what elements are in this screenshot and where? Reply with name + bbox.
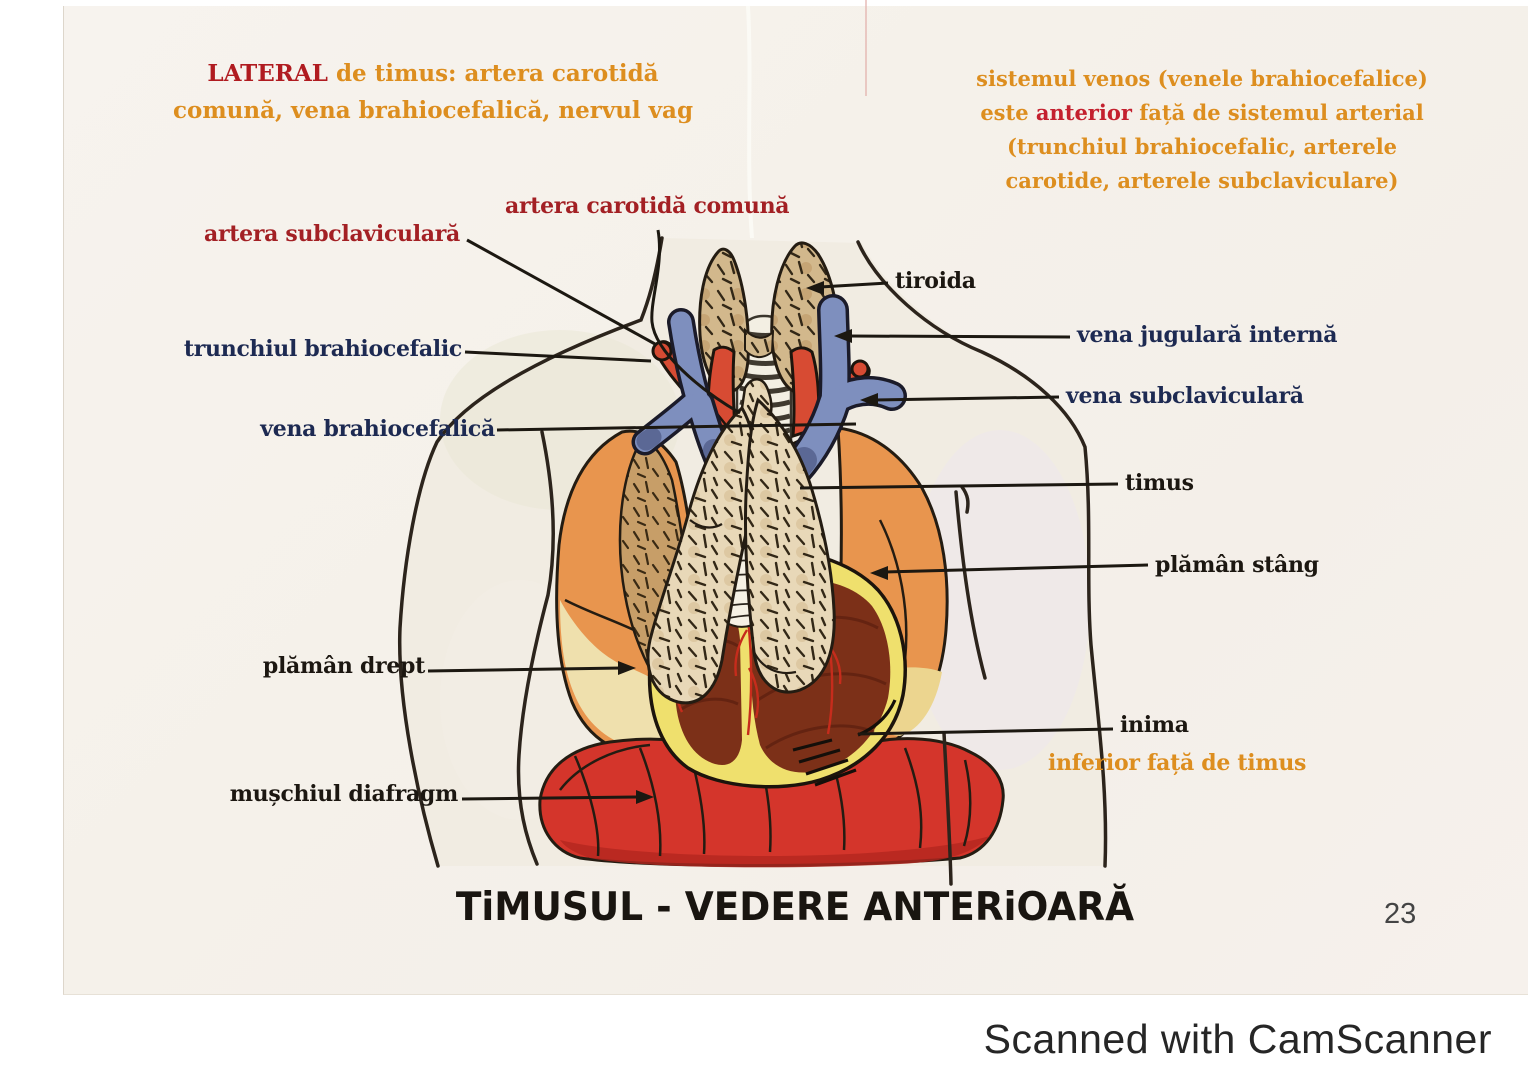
label-plaman-drept: plămân drept — [262, 653, 425, 679]
connector-arrowheads — [618, 281, 888, 804]
note-venous-line1: sistemul venos (venele brahiocefalice) — [976, 66, 1428, 91]
arrowhead-tiroida — [806, 281, 824, 295]
connector-vena-brahiocefalica — [496, 422, 857, 432]
note-venous-keyword: anterior — [1035, 100, 1132, 125]
connector-inima — [857, 727, 1114, 736]
connector-trunchiul-brahiocefalic — [464, 350, 652, 363]
page-number: 23 — [1384, 898, 1417, 930]
label-artera-subclaviculara: artera subclaviculară — [204, 221, 460, 247]
arrowhead-plaman-stang — [870, 566, 888, 580]
connector-muschiul-diafragm — [461, 795, 641, 801]
note-lateral-line1: LATERAL de timus: artera carotidă — [207, 60, 659, 87]
arrowhead-vena-subclaviculara — [860, 393, 878, 407]
connector-artera-carotida-comuna — [650, 229, 741, 415]
note-sistemul-venos: sistemul venos (venele brahiocefalice) e… — [962, 62, 1442, 198]
page-title: TiMUSUL - VEDERE ANTERiOARĂ — [455, 885, 1135, 930]
scan-crease-marks — [746, 0, 867, 239]
connector-plaman-drept — [427, 666, 623, 673]
connector-tiroida — [819, 281, 889, 289]
body-outline — [397, 236, 1108, 886]
note-lateral-de-timus: LATERAL de timus: artera carotidă comună… — [123, 55, 743, 129]
connector-timus — [799, 482, 1119, 490]
label-vena-subclaviculara: vena subclaviculară — [1066, 383, 1304, 409]
note-venous-line3: (trunchiul brahiocefalic, arterele — [1006, 134, 1398, 159]
thymus — [646, 378, 836, 705]
arrowhead-vena-jugulara — [834, 329, 852, 343]
connector-vena-jugulara-interna — [847, 334, 1071, 339]
label-plaman-stang: plămân stâng — [1155, 552, 1319, 578]
connector-plaman-stang — [883, 563, 1149, 574]
note-lateral-keyword: LATERAL — [207, 60, 328, 87]
label-inima: inima — [1120, 712, 1189, 738]
connector-artera-subclaviculara — [466, 238, 656, 346]
note-lateral-line2: comună, vena brahiocefalică, nervul vag — [172, 97, 694, 124]
label-tiroida: tiroida — [895, 268, 976, 294]
label-vena-jugulara-interna: vena jugulară internă — [1077, 322, 1338, 348]
label-timus: timus — [1125, 470, 1194, 496]
label-artera-carotida-comuna: artera carotidă comună — [505, 193, 790, 219]
label-trunchiul-brahiocefalic: trunchiul brahiocefalic — [183, 336, 462, 362]
label-muschiul-diafragm: mușchiul diafragm — [229, 781, 459, 807]
veins — [631, 294, 907, 487]
camscanner-watermark: Scanned with CamScanner — [983, 1016, 1492, 1062]
arrowhead-plaman-drept — [618, 661, 636, 675]
label-connectors — [427, 229, 1149, 801]
label-inferior-fata-de-timus: inferior față de timus — [1048, 750, 1307, 776]
label-vena-brahiocefalica: vena brahiocefalică — [260, 416, 495, 442]
note-venous-line2: este anterior față de sistemul arterial — [980, 100, 1424, 125]
arrowhead-muschiul-diafragm — [636, 790, 654, 804]
note-venous-line4: carotide, arterele subclaviculare) — [1005, 168, 1399, 193]
connector-vena-subclaviculara — [873, 395, 1060, 402]
